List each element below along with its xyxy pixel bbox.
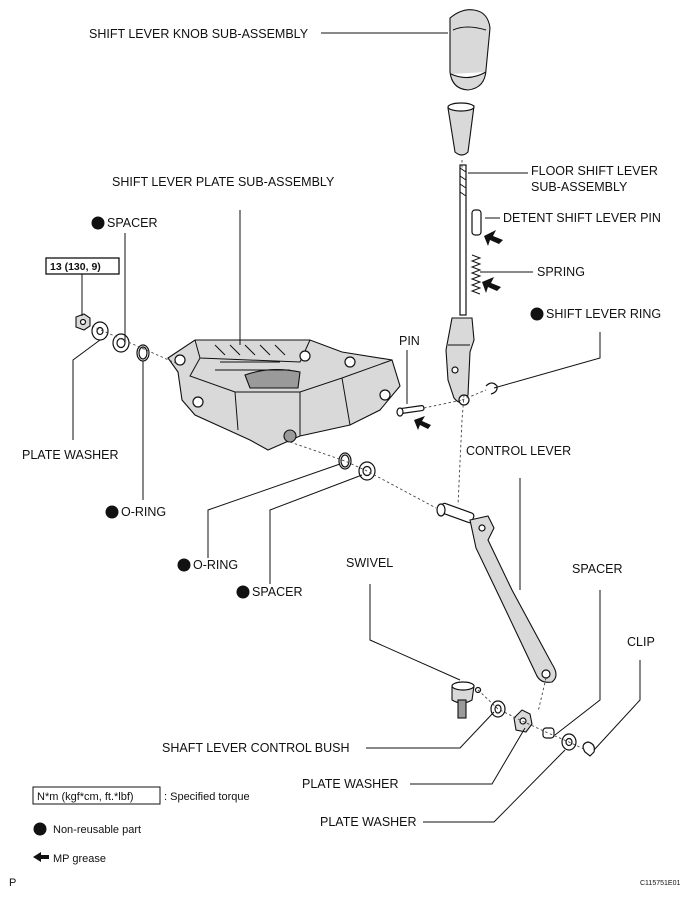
- clip-part: [582, 741, 595, 757]
- spacer-right-part: [542, 727, 555, 739]
- torque-spec-value: 13 (130, 9): [50, 261, 101, 273]
- detent-pin-part: [471, 209, 482, 236]
- label-plate: SHIFT LEVER PLATE SUB-ASSEMBLY: [112, 175, 335, 189]
- swivel-part: [451, 681, 482, 719]
- pin-part: [396, 405, 425, 417]
- label-plate-washer-left: PLATE WASHER: [22, 448, 119, 462]
- nonreusable-dot-oring-1: [105, 505, 119, 519]
- grease-arrow-pin: [414, 416, 431, 430]
- label-spring: SPRING: [537, 265, 585, 279]
- assembly-centerlines: [91, 160, 587, 751]
- label-plate-washer-1: PLATE WASHER: [302, 777, 399, 791]
- control-lever-part: [436, 502, 557, 683]
- shift-knob-part: [449, 9, 491, 91]
- label-control-bush: SHAFT LEVER CONTROL BUSH: [162, 741, 350, 755]
- label-lever-ring: SHIFT LEVER RING: [546, 307, 661, 321]
- nonreusable-dot-spacer-mid: [236, 585, 250, 599]
- legend-grease: MP grease: [53, 853, 106, 865]
- legend-grease-arrow-icon: [33, 852, 49, 862]
- floor-shift-lever-part: [445, 164, 475, 406]
- nonreusable-dot-oring-2: [177, 558, 191, 572]
- legend: N*m (kgf*cm, ft.*lbf) : Specified torque…: [32, 786, 250, 865]
- label-control-lever: CONTROL LEVER: [466, 444, 571, 458]
- knob-bush-part: [447, 102, 475, 156]
- o-ring-top-part: [136, 344, 150, 362]
- legend-torque-desc: : Specified torque: [164, 791, 250, 803]
- label-swivel: SWIVEL: [346, 556, 393, 570]
- label-detent-pin: DETENT SHIFT LEVER PIN: [503, 211, 661, 225]
- label-oring-1: O-RING: [121, 505, 166, 519]
- leader-lines: [72, 32, 641, 823]
- label-oring-2: O-RING: [193, 558, 238, 572]
- label-spacer-mid: SPACER: [252, 585, 302, 599]
- label-spacer-right: SPACER: [572, 562, 622, 576]
- label-knob: SHIFT LEVER KNOB SUB-ASSEMBLY: [89, 27, 309, 41]
- legend-torque-unit: N*m (kgf*cm, ft.*lbf): [37, 791, 134, 803]
- label-plate-washer-2: PLATE WASHER: [320, 815, 417, 829]
- label-floor-lever-line2: SUB-ASSEMBLY: [531, 180, 628, 194]
- plate-washer-left-part: [91, 321, 109, 341]
- legend-nonreusable: Non-reusable part: [53, 824, 141, 836]
- grease-arrow-detent: [484, 230, 503, 246]
- footer-left-code: P: [9, 877, 16, 889]
- shift-lever-ring-part: [485, 382, 498, 395]
- shift-lever-plate-part: [167, 339, 401, 451]
- legend-nonreusable-dot-icon: [33, 822, 47, 836]
- legend-torque-box: [32, 786, 161, 805]
- label-clip: CLIP: [627, 635, 655, 649]
- nut-part: [75, 313, 91, 331]
- control-bush-part: [490, 700, 506, 718]
- nonreusable-dot-spacer-top: [91, 216, 105, 230]
- label-floor-lever-line1: FLOOR SHIFT LEVER: [531, 164, 658, 178]
- nonreusable-dot-lever-ring: [530, 307, 544, 321]
- o-ring-mid-part: [338, 452, 352, 470]
- label-spacer-top: SPACER: [107, 216, 157, 230]
- figure-id: C115751E01: [640, 880, 680, 887]
- spring-part: [470, 254, 482, 295]
- label-pin: PIN: [399, 334, 420, 348]
- grease-arrow-spring: [482, 277, 501, 293]
